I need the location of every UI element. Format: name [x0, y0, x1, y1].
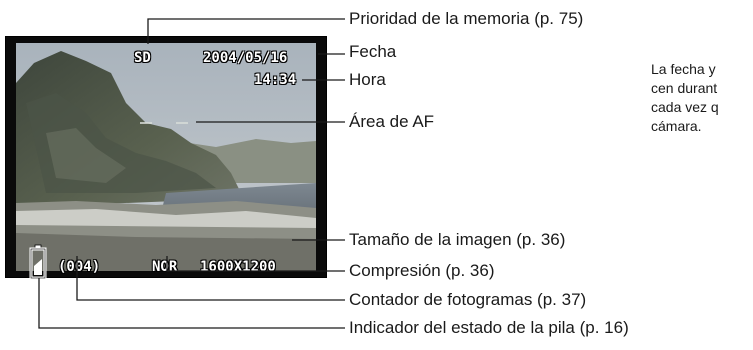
af-area-brackets-icon [140, 122, 188, 124]
side-note-line: cen durant [651, 80, 718, 96]
battery-icon [29, 244, 47, 280]
callout-af-area: Área de AF [349, 112, 435, 131]
landscape-photo [16, 43, 316, 271]
callout-frame-counter: Contador de fotogramas (p. 37) [349, 290, 587, 309]
callout-time: Hora [349, 70, 386, 89]
time-display: 14:34 [254, 72, 297, 88]
side-note-line: La fecha y [651, 61, 716, 77]
callout-battery: Indicador del estado de la pila (p. 16) [349, 318, 629, 337]
callout-date: Fecha [349, 42, 397, 61]
side-note-line: cámara. [651, 118, 702, 134]
side-note-line: cada vez q [651, 99, 719, 115]
callout-image-size: Tamaño de la imagen (p. 36) [349, 230, 566, 249]
frame-counter-display: (004) [58, 259, 101, 275]
callout-compression: Compresión (p. 36) [349, 261, 495, 280]
memory-priority-indicator: SD [134, 50, 151, 66]
callout-memory-priority: Prioridad de la memoria (p. 75) [349, 9, 584, 28]
date-display: 2004/05/16 [203, 50, 288, 66]
coastal-landscape-image [16, 43, 316, 271]
side-note: La fecha y cen durant cada vez q cámara. [651, 60, 753, 136]
lcd-screen: SD 2004/05/16 14:34 (004) NOR 1600X1200 [5, 36, 327, 280]
